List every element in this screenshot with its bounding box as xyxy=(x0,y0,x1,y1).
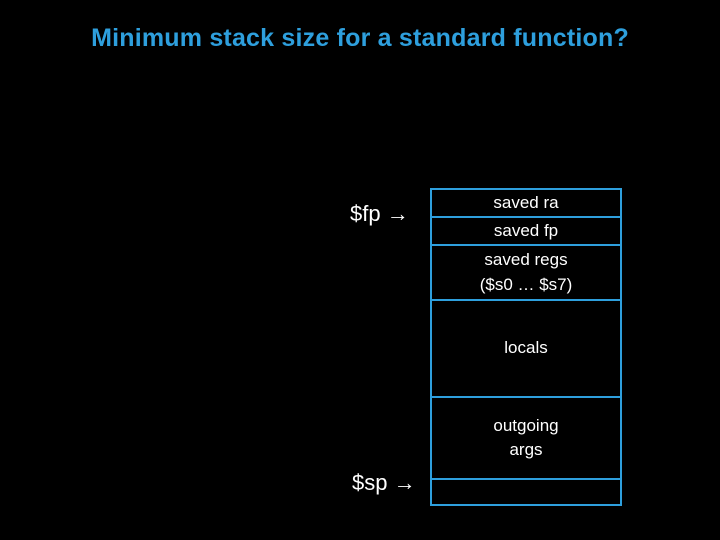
stack-cell-empty-bottom xyxy=(430,478,622,506)
stack-cell-sublabel: args xyxy=(509,440,543,459)
stack-frame-diagram: saved ra saved fp saved regs ($s0 … $s7)… xyxy=(430,188,622,506)
stack-cell-label: outgoing xyxy=(493,415,559,435)
stack-cell-label: saved regs xyxy=(484,250,568,270)
stack-cell-label: saved ra xyxy=(493,192,559,212)
stack-cell-locals: locals xyxy=(430,299,622,396)
stack-cell-label: saved fp xyxy=(493,220,559,240)
stack-cell-label: locals xyxy=(504,338,548,358)
page-title: Minimum stack size for a standard functi… xyxy=(91,24,629,52)
stack-pointer-label: $sp → xyxy=(352,470,416,495)
stack-cell-sublabel: ($s0 … $s7) xyxy=(479,274,573,294)
stack-cell-saved-fp: saved fp xyxy=(430,216,622,244)
stack-cell-outgoing-args: outgoing args xyxy=(430,396,622,478)
frame-pointer-label: $fp → xyxy=(350,201,409,226)
stack-cell-saved-regs: saved regs ($s0 … $s7) xyxy=(430,244,622,299)
stack-cell-saved-ra: saved ra xyxy=(430,188,622,216)
